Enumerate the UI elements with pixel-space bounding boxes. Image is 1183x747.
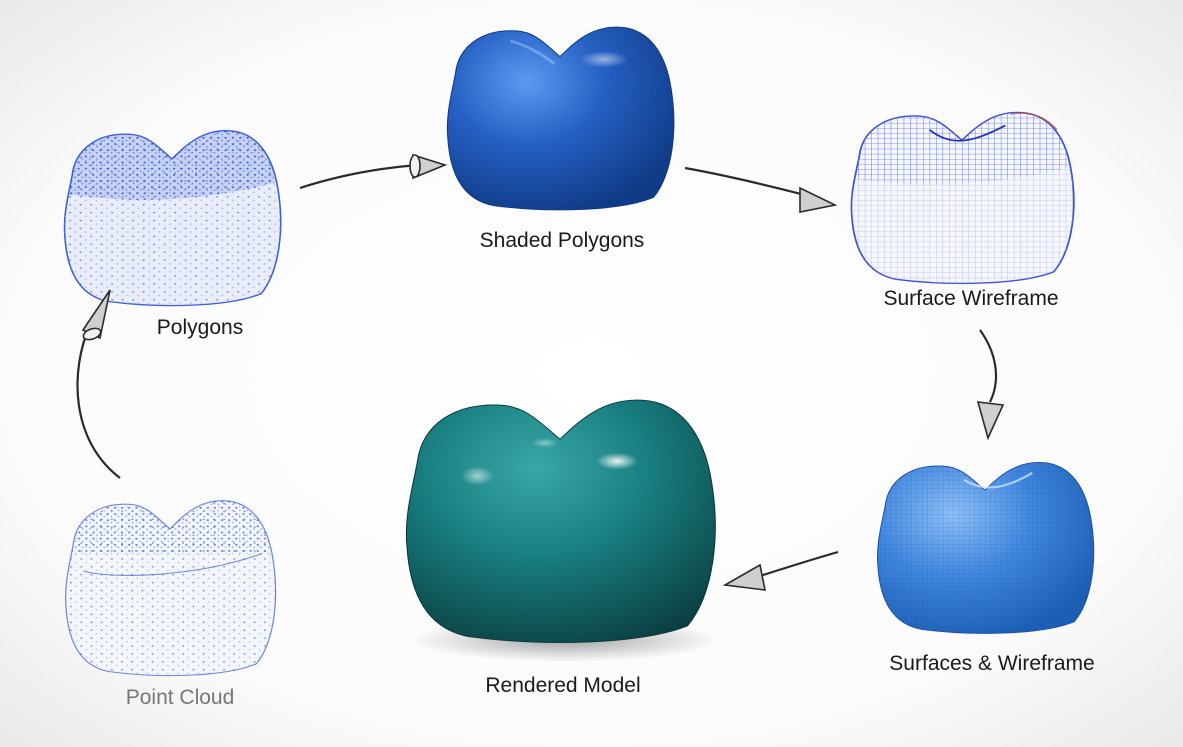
stage-label-point-cloud: Point Cloud: [126, 686, 235, 710]
polygons-tooth: [57, 122, 288, 316]
arrow-shaded-to-wireframe: [685, 168, 835, 212]
stage-label-polygons: Polygons: [157, 316, 243, 340]
rendered-model-tooth: [406, 400, 715, 642]
stage-label-surfaces-wireframe: Surfaces & Wireframe: [889, 652, 1094, 676]
arrow-pointcloud-to-polygons: [78, 290, 120, 478]
arrow-polygons-to-shaded: [300, 155, 445, 188]
stage-label-surface-wireframe: Surface Wireframe: [883, 287, 1058, 311]
arrow-wireframe-to-surfaces: [978, 330, 1003, 438]
arrow-surfaces-to-rendered: [725, 552, 838, 590]
stage-label-rendered-model: Rendered Model: [485, 674, 640, 698]
surface-wireframe-tooth: [843, 104, 1081, 293]
point-cloud-tooth: [58, 492, 282, 686]
stage-label-shaded-polygons: Shaded Polygons: [480, 229, 645, 253]
surfaces-wireframe-tooth: [870, 454, 1101, 643]
shaded-polygons-tooth: [447, 27, 673, 210]
